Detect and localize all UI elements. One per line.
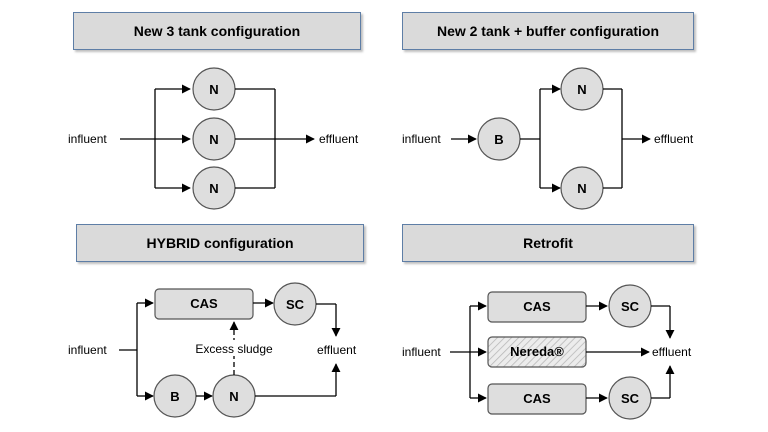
sc-label: SC xyxy=(621,299,640,314)
effluent-label: effluent xyxy=(652,345,692,359)
excess-sludge-label: Excess sludge xyxy=(195,342,273,356)
nereda-label: Nereda® xyxy=(510,344,564,359)
node-label: B xyxy=(170,389,179,404)
node-label: N xyxy=(209,132,218,147)
cas-tank-box xyxy=(154,288,254,320)
excess-sludge-label-bg xyxy=(190,340,280,356)
influent-label: influent xyxy=(68,343,107,357)
panel-3-tank: influent N N N effluent xyxy=(68,67,359,210)
cas-tank-box xyxy=(487,383,587,415)
node-label: N xyxy=(209,82,218,97)
panel-2-tank-buffer: influent B N N effluent xyxy=(402,67,694,210)
sc-label: SC xyxy=(286,297,305,312)
cas-label: CAS xyxy=(523,299,551,314)
node-label: N xyxy=(229,389,238,404)
panel-title-2-tank-buffer: New 2 tank + buffer configuration xyxy=(402,12,694,50)
effluent-label: effluent xyxy=(317,343,357,357)
influent-label: influent xyxy=(402,345,441,359)
cas-label: CAS xyxy=(190,296,218,311)
node-label: N xyxy=(209,181,218,196)
panel-title-hybrid: HYBRID configuration xyxy=(76,224,364,262)
panel-hybrid: influent CAS SC effluent B N xyxy=(68,282,357,418)
node-label: N xyxy=(577,82,586,97)
cas-label: CAS xyxy=(523,391,551,406)
influent-label: influent xyxy=(402,132,441,146)
influent-label: influent xyxy=(68,132,107,146)
sc-label: SC xyxy=(621,391,640,406)
panel-title-retrofit: Retrofit xyxy=(402,224,694,262)
cas-tank-box xyxy=(487,291,587,323)
effluent-label: effluent xyxy=(319,132,359,146)
node-label: N xyxy=(577,181,586,196)
panel-title-3-tank: New 3 tank configuration xyxy=(73,12,361,50)
node-label: B xyxy=(494,132,503,147)
panel-retrofit: influent CAS SC Nereda® effluent CAS SC xyxy=(402,284,692,420)
effluent-label: effluent xyxy=(654,132,694,146)
